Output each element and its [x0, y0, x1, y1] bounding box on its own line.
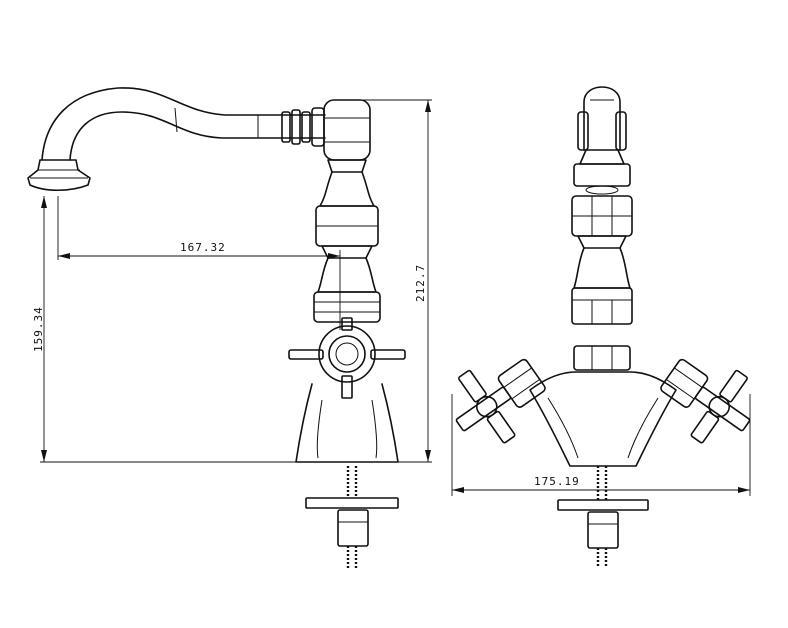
dim-overall-width: 175.19: [451, 394, 751, 496]
body-front: [529, 371, 677, 467]
mounting-kit-front: [557, 466, 649, 568]
right-handle-front: [660, 358, 751, 444]
front-view: 175.19: [451, 86, 751, 568]
aerator: [27, 159, 91, 192]
dim-spout-reach: 167.32: [57, 196, 341, 330]
spout-front: [583, 86, 621, 151]
dim-spout-height-label: 159.34: [32, 306, 45, 352]
dim-overall-height-label: 212.7: [414, 264, 427, 302]
cross-handle-side: [288, 317, 406, 399]
base-side: [295, 383, 399, 463]
column-front: [571, 149, 633, 371]
dim-overall-height: 212.7: [345, 99, 432, 463]
dim-spout-reach-label: 167.32: [180, 241, 226, 254]
mounting-kit-side: [305, 466, 399, 568]
dim-spout-height: 159.34: [32, 196, 296, 463]
body-column: [313, 99, 381, 323]
dim-overall-width-label: 175.19: [534, 475, 580, 488]
spout-rings: [281, 107, 325, 147]
left-handle-front: [455, 358, 546, 444]
side-view: 212.7 159.34 167.32: [27, 87, 432, 568]
spout: [41, 87, 326, 161]
